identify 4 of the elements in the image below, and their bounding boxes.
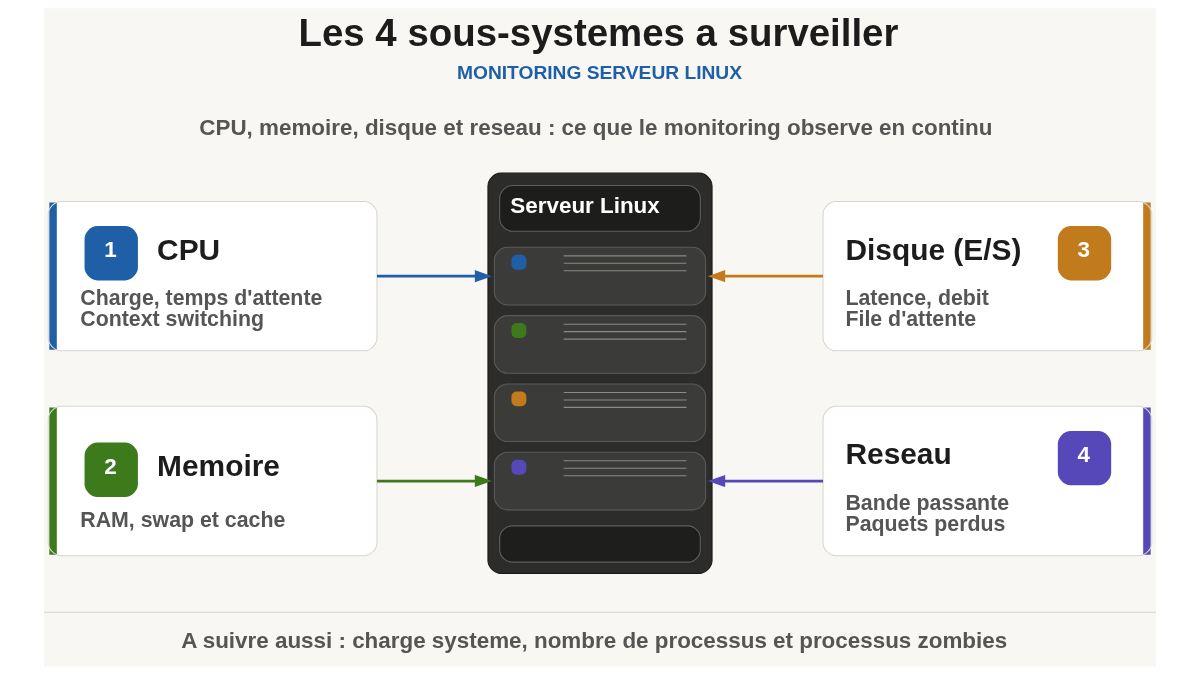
diagram-title: Les 4 sous-systemes a surveiller bbox=[298, 11, 899, 55]
label: A suivre aussi : charge systeme, nombre de processus et processus zombies bbox=[181, 628, 1008, 654]
label: CPU, memoire, disque et reseau : ce que le monitoring observe en continu bbox=[199, 114, 993, 140]
label: MONITORING SERVEUR LINUX bbox=[457, 62, 743, 84]
